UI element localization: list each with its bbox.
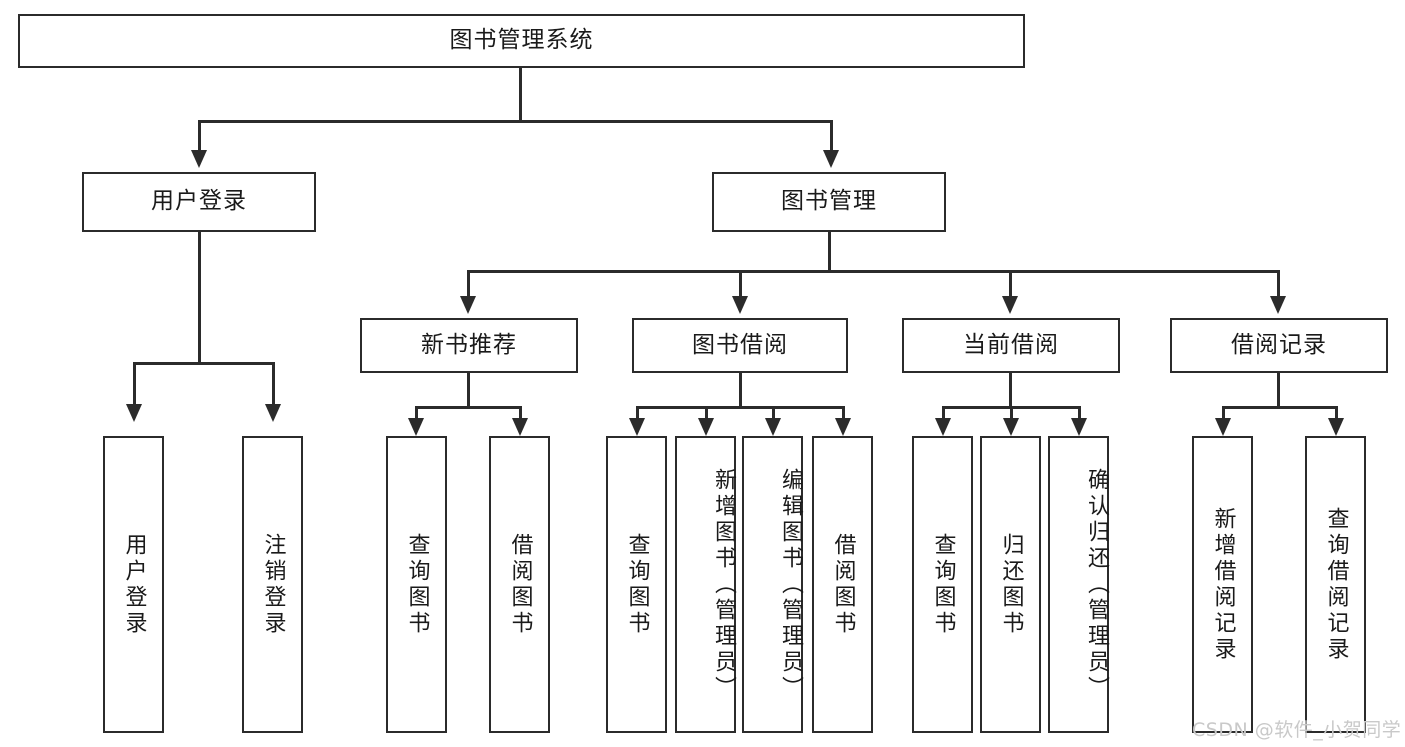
connector-new-book-drop-1 [415, 406, 418, 420]
connector-user-login-stem [198, 232, 201, 362]
arrow-current-borrow-to-leaf-2 [1003, 418, 1019, 436]
csdn-watermark: CSDN @软件_小贺同学 [1192, 719, 1402, 741]
connector-book-borrow-drop-2 [705, 406, 708, 420]
connector-book-borrow-drop-3 [772, 406, 775, 420]
connector-current-borrow-stem [1009, 373, 1012, 406]
connector-book-borrow-bus [636, 406, 844, 409]
connector-user-login-bus [133, 362, 272, 365]
arrow-to-new-book-recommend [460, 296, 476, 314]
arrow-current-borrow-to-leaf-1 [935, 418, 951, 436]
node-current-borrow[interactable]: 当前借阅 [902, 318, 1120, 373]
arrow-new-book-to-leaf-2 [512, 418, 528, 436]
leaf-book-borrow-edit-book-admin[interactable]: 编辑图书（管理员） [742, 436, 803, 733]
connector-current-borrow-drop-2 [1010, 406, 1013, 420]
arrow-borrow-record-to-leaf-1 [1215, 418, 1231, 436]
connector-root-bus [198, 120, 832, 123]
connector-new-book-bus [415, 406, 521, 409]
arrow-root-to-user-login [191, 150, 207, 168]
connector-level2-drop-3 [1009, 270, 1012, 298]
connector-borrow-record-bus [1222, 406, 1337, 409]
leaf-borrow-record-add-record[interactable]: 新增借阅记录 [1192, 436, 1253, 733]
connector-root-drop-2 [830, 120, 833, 152]
arrow-book-borrow-to-leaf-1 [629, 418, 645, 436]
connector-book-borrow-drop-4 [842, 406, 845, 420]
arrow-book-borrow-to-leaf-4 [835, 418, 851, 436]
connector-root-drop-1 [198, 120, 201, 152]
connector-level2-bus [467, 270, 1280, 273]
arrow-book-borrow-to-leaf-2 [698, 418, 714, 436]
connector-root-stem [519, 68, 522, 120]
connector-current-borrow-drop-1 [942, 406, 945, 420]
arrow-to-book-borrow [732, 296, 748, 314]
connector-user-login-drop-2 [272, 362, 275, 406]
connector-borrow-record-drop-2 [1335, 406, 1338, 420]
leaf-book-borrow-add-book-admin[interactable]: 新增图书（管理员） [675, 436, 736, 733]
leaf-current-borrow-return-books[interactable]: 归还图书 [980, 436, 1041, 733]
leaf-new-book-query-books[interactable]: 查询图书 [386, 436, 447, 733]
connector-current-borrow-drop-3 [1078, 406, 1081, 420]
arrow-user-login-to-leaf-2 [265, 404, 281, 422]
arrow-root-to-book-management [823, 150, 839, 168]
connector-book-borrow-stem [739, 373, 742, 406]
arrow-to-current-borrow [1002, 296, 1018, 314]
arrow-current-borrow-to-leaf-3 [1071, 418, 1087, 436]
leaf-user-login-login[interactable]: 用户登录 [103, 436, 164, 733]
connector-borrow-record-drop-1 [1222, 406, 1225, 420]
connector-book-management-stem [828, 232, 831, 270]
node-book-management[interactable]: 图书管理 [712, 172, 946, 232]
arrow-user-login-to-leaf-1 [126, 404, 142, 422]
arrow-new-book-to-leaf-1 [408, 418, 424, 436]
leaf-borrow-record-query-record[interactable]: 查询借阅记录 [1305, 436, 1366, 733]
connector-level2-drop-2 [739, 270, 742, 298]
arrow-book-borrow-to-leaf-3 [765, 418, 781, 436]
node-user-login[interactable]: 用户登录 [82, 172, 316, 232]
leaf-user-login-logout[interactable]: 注销登录 [242, 436, 303, 733]
node-borrow-record[interactable]: 借阅记录 [1170, 318, 1388, 373]
node-book-borrow[interactable]: 图书借阅 [632, 318, 848, 373]
leaf-book-borrow-query-books[interactable]: 查询图书 [606, 436, 667, 733]
arrow-borrow-record-to-leaf-2 [1328, 418, 1344, 436]
leaf-current-borrow-confirm-return-admin[interactable]: 确认归还（管理员） [1048, 436, 1109, 733]
leaf-current-borrow-query-books[interactable]: 查询图书 [912, 436, 973, 733]
connector-new-book-stem [467, 373, 470, 406]
connector-new-book-drop-2 [519, 406, 522, 420]
connector-level2-drop-1 [467, 270, 470, 298]
node-new-book-recommend[interactable]: 新书推荐 [360, 318, 578, 373]
connector-borrow-record-stem [1277, 373, 1280, 406]
leaf-new-book-borrow-books[interactable]: 借阅图书 [489, 436, 550, 733]
leaf-book-borrow-borrow-books[interactable]: 借阅图书 [812, 436, 873, 733]
connector-user-login-drop-1 [133, 362, 136, 406]
arrow-to-borrow-record [1270, 296, 1286, 314]
node-root-book-management-system[interactable]: 图书管理系统 [18, 14, 1025, 68]
connector-book-borrow-drop-1 [636, 406, 639, 420]
connector-level2-drop-4 [1277, 270, 1280, 298]
